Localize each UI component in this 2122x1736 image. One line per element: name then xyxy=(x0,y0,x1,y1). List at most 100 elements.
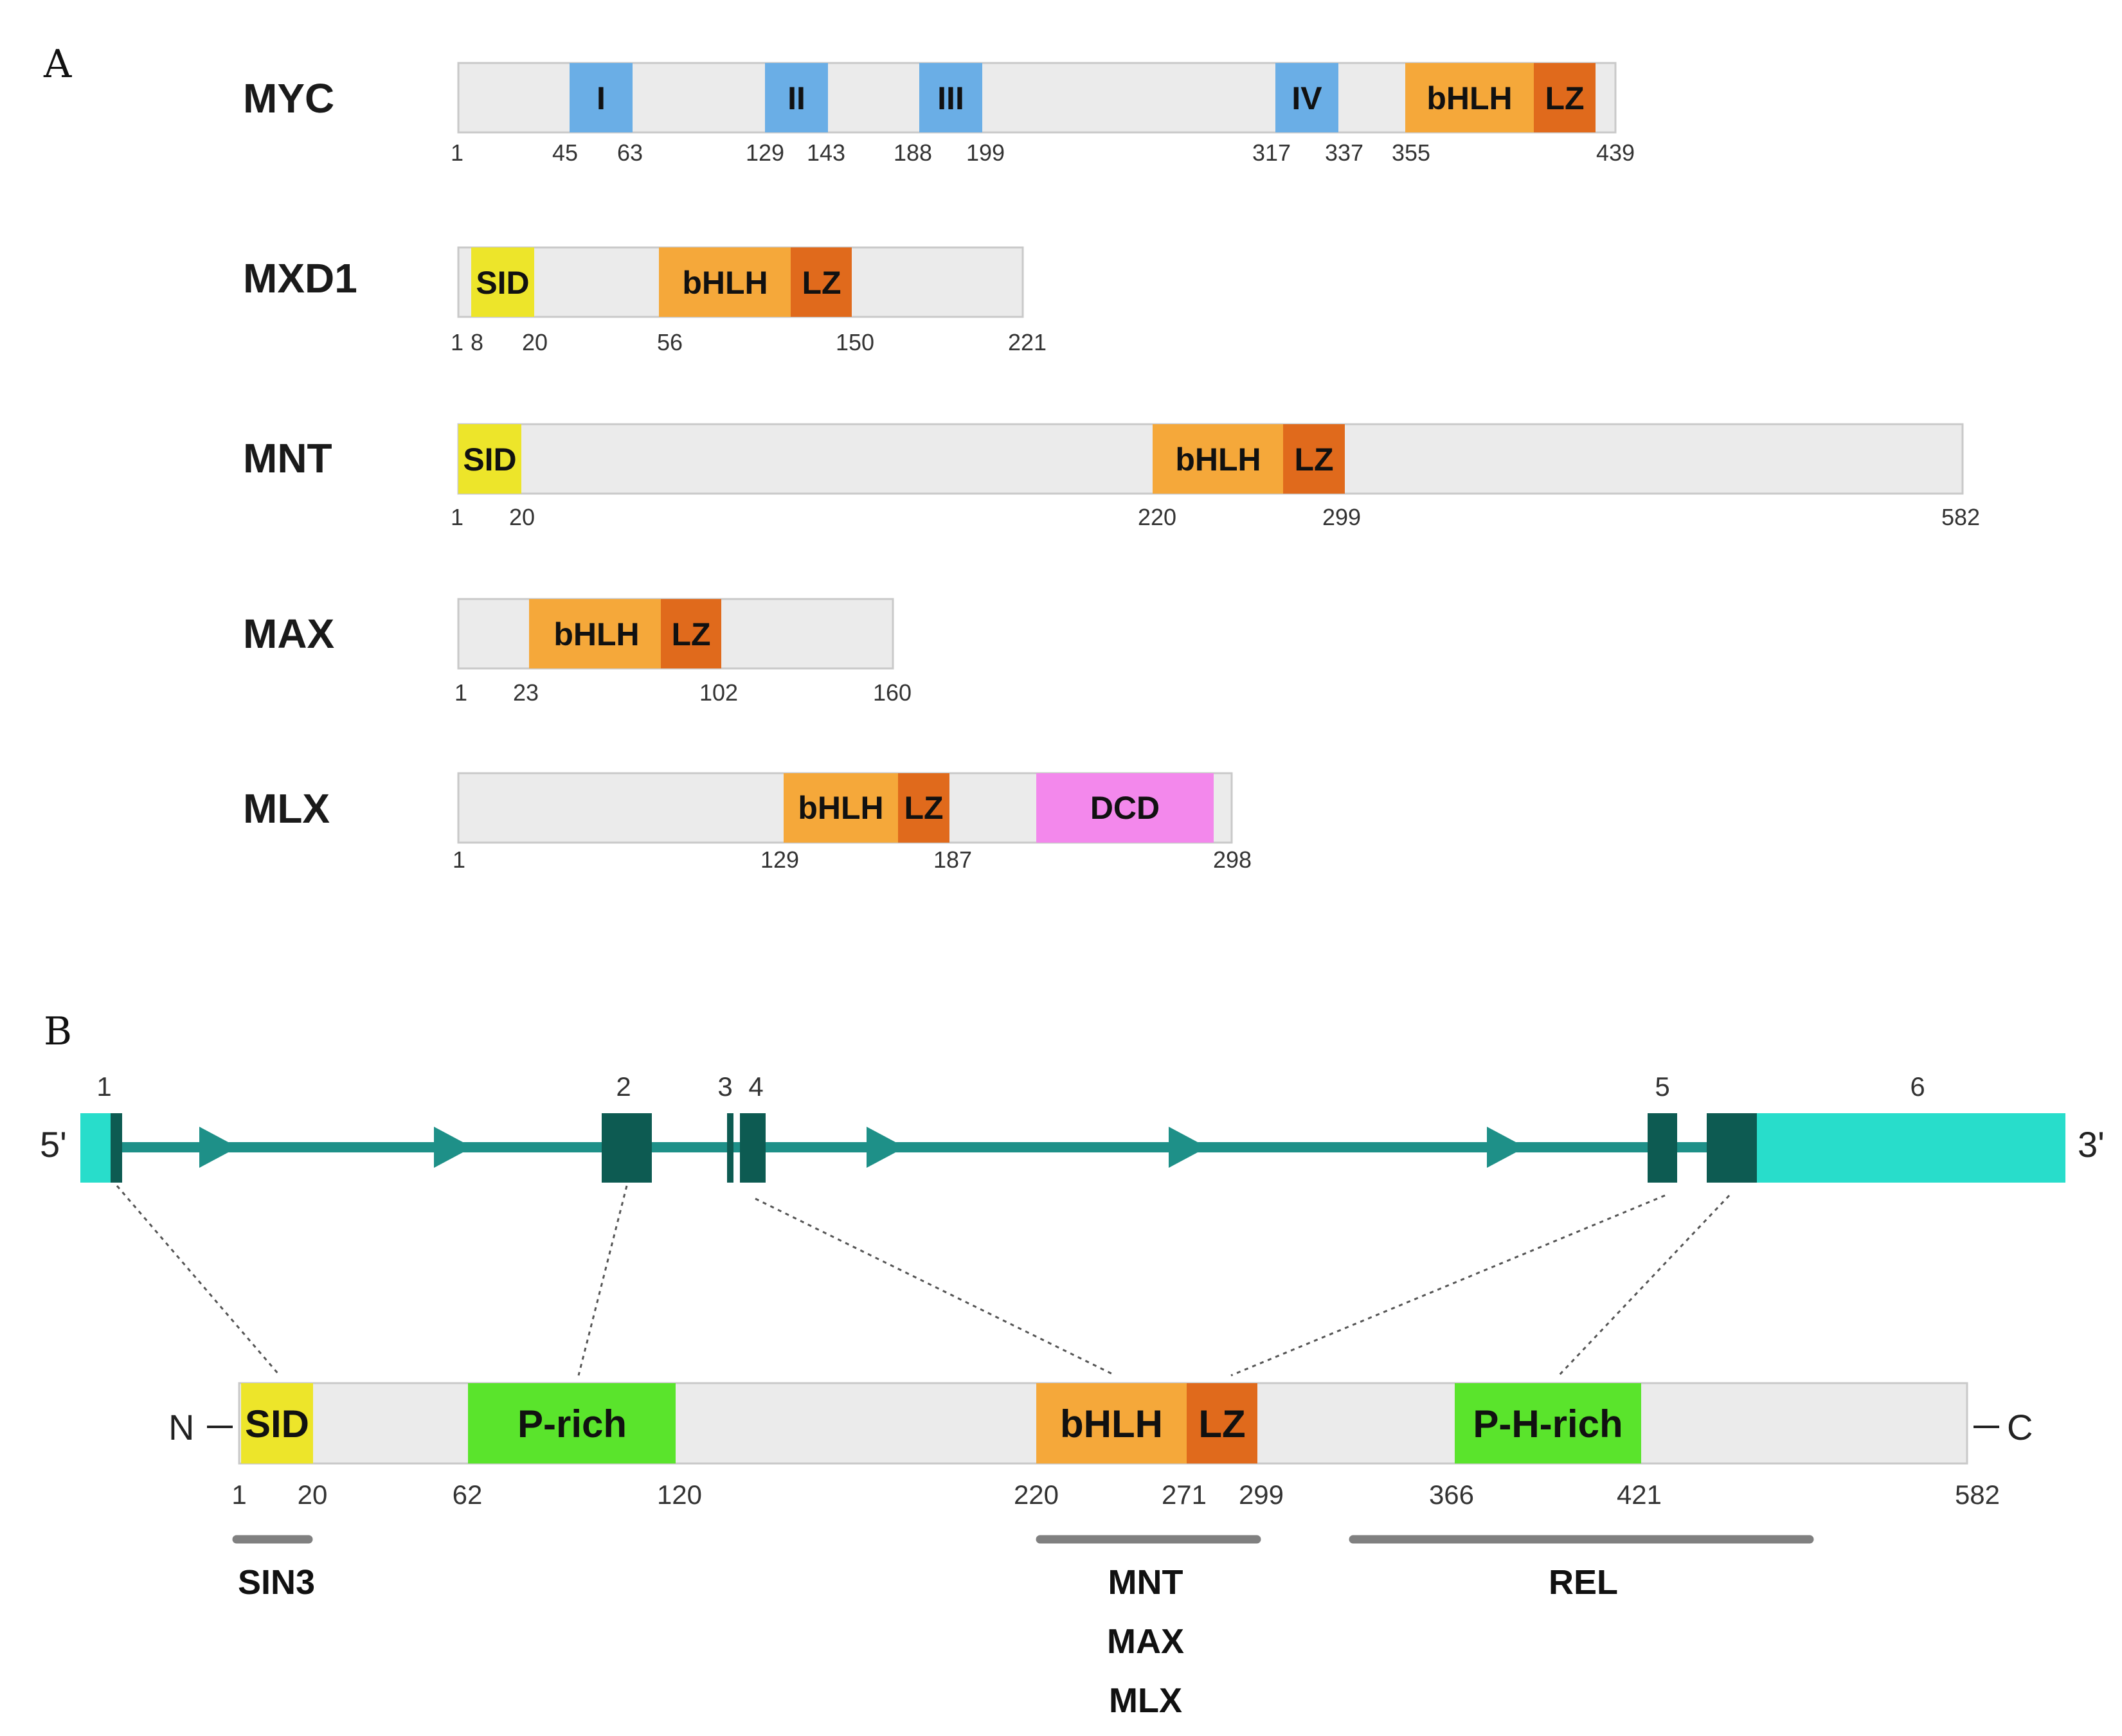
domain-label-myc-i: I xyxy=(597,80,606,116)
position-label: 355 xyxy=(1392,139,1430,166)
n-terminus-label: N xyxy=(168,1407,194,1447)
domain-label-mxd1-lz: LZ xyxy=(802,265,841,301)
position-label: 221 xyxy=(1008,329,1047,355)
domain-label-myc-iv: IV xyxy=(1291,80,1322,116)
mapping-line xyxy=(755,1197,1116,1377)
position-label: 298 xyxy=(1213,846,1252,873)
partner-label-rel: REL xyxy=(1549,1563,1618,1602)
direction-arrow-icon xyxy=(434,1127,472,1168)
domain-mnt-lz xyxy=(1283,424,1345,494)
intron-line xyxy=(112,1142,1983,1152)
exon-4 xyxy=(740,1113,766,1183)
domain-myc-ii xyxy=(765,63,828,132)
domain-max-bhlh xyxy=(529,599,661,668)
position-label: 20 xyxy=(298,1480,328,1510)
exon-mapping-lines xyxy=(116,1185,1731,1377)
domain-label-myc-ii: II xyxy=(787,80,805,116)
exon-number: 5 xyxy=(1655,1071,1669,1102)
exon-6-coding xyxy=(1707,1113,1757,1183)
position-label: 63 xyxy=(617,139,643,166)
domain-label-myc-iii: III xyxy=(937,80,964,116)
domain-p-rich xyxy=(468,1383,676,1463)
partner-label-sin3: SIN3 xyxy=(238,1563,315,1602)
exon-number: 4 xyxy=(748,1071,763,1102)
domain-mlx-bhlh xyxy=(784,773,898,843)
position-label: 45 xyxy=(552,139,578,166)
position-label: 102 xyxy=(699,679,738,706)
position-label: 62 xyxy=(453,1480,483,1510)
domain-label-myc-lz: LZ xyxy=(1545,80,1584,116)
protein-mnt: MNT SID bHLH LZ 1 20 220 299 582 xyxy=(243,423,1980,530)
five-prime-label: 5' xyxy=(40,1124,67,1165)
exon-5 xyxy=(1648,1113,1677,1183)
domain-mxd1-bhlh xyxy=(659,247,791,317)
panel-b-letter: B xyxy=(44,1009,72,1054)
direction-arrow-icon xyxy=(1487,1127,1525,1168)
partner-label-mnt: MNT xyxy=(1108,1563,1183,1602)
position-label: 582 xyxy=(1955,1480,2000,1510)
domain-label-max-lz: LZ xyxy=(671,616,710,652)
protein-name-mnt: MNT xyxy=(243,435,332,481)
domain-label-mxd1-sid: SID xyxy=(476,265,529,301)
utr-3prime xyxy=(1757,1113,2065,1183)
position-label: 1 xyxy=(451,504,463,530)
position-label: 1 xyxy=(454,679,467,706)
mapping-line xyxy=(577,1185,628,1376)
domain-mlx-lz xyxy=(898,773,949,843)
domain-label-bhlh: bHLH xyxy=(1060,1402,1163,1445)
domain-bhlh xyxy=(1036,1383,1187,1463)
domain-label-mnt-bhlh: bHLH xyxy=(1175,442,1261,478)
domain-myc-i xyxy=(570,63,633,132)
direction-arrow-icon xyxy=(199,1127,238,1168)
exon-2 xyxy=(602,1113,652,1183)
domain-label-mnt-sid: SID xyxy=(463,442,516,478)
exon-number: 6 xyxy=(1910,1071,1925,1102)
domain-sid xyxy=(241,1383,313,1463)
mapping-line xyxy=(116,1185,281,1376)
c-terminus-label: C xyxy=(2007,1407,2033,1447)
position-label: 439 xyxy=(1596,139,1635,166)
exon-3 xyxy=(727,1113,733,1183)
mnt-protein-detail: N C SID P-rich bHLH LZ P-H-rich 1 20 62 … xyxy=(168,1382,2033,1510)
position-label: 271 xyxy=(1162,1480,1207,1510)
position-label: 582 xyxy=(1941,504,1980,530)
position-label: 143 xyxy=(807,139,845,166)
domain-label-mnt-lz: LZ xyxy=(1294,442,1333,478)
position-label: 199 xyxy=(966,139,1005,166)
position-label: 299 xyxy=(1239,1480,1284,1510)
domain-p-h-rich xyxy=(1455,1383,1641,1463)
domain-mxd1-sid xyxy=(471,247,534,317)
direction-arrow-icon xyxy=(1169,1127,1207,1168)
domain-lz xyxy=(1187,1383,1257,1463)
partner-label-mlx: MLX xyxy=(1109,1681,1182,1720)
position-label: 20 xyxy=(509,504,535,530)
domain-mlx-dcd xyxy=(1036,773,1214,843)
protein-name-myc: MYC xyxy=(243,75,334,121)
position-label: 299 xyxy=(1322,504,1361,530)
domain-max-lz xyxy=(661,599,721,668)
panel-a: A MYC I II III IV bHLH LZ 1 45 63 129 14… xyxy=(43,42,1980,873)
gene-structure: 5' 3' 1 2 3 xyxy=(40,1071,2105,1183)
protein-mxd1: MXD1 SID bHLH LZ 1 8 20 56 150 221 xyxy=(243,246,1047,355)
position-label: 421 xyxy=(1617,1480,1662,1510)
position-label: 337 xyxy=(1325,139,1363,166)
position-label: 188 xyxy=(894,139,932,166)
position-label: 1 xyxy=(453,846,465,873)
domain-label-lz: LZ xyxy=(1198,1402,1245,1445)
protein-myc: MYC I II III IV bHLH LZ 1 45 63 129 143 … xyxy=(243,62,1635,166)
utr-5prime xyxy=(80,1113,114,1183)
position-label: 20 xyxy=(522,329,548,355)
domain-mnt-sid xyxy=(458,424,521,494)
domain-label-mxd1-bhlh: bHLH xyxy=(682,265,768,301)
partner-label-max: MAX xyxy=(1107,1622,1184,1661)
position-label: 366 xyxy=(1429,1480,1474,1510)
panel-b: B 5' 3' 1 2 xyxy=(40,1009,2105,1720)
panel-a-letter: A xyxy=(43,42,72,87)
domain-mnt-bhlh xyxy=(1153,424,1283,494)
position-label: 220 xyxy=(1138,504,1176,530)
position-label: 120 xyxy=(657,1480,702,1510)
domain-label-sid: SID xyxy=(245,1402,309,1445)
position-label: 220 xyxy=(1014,1480,1059,1510)
position-label: 129 xyxy=(760,846,799,873)
